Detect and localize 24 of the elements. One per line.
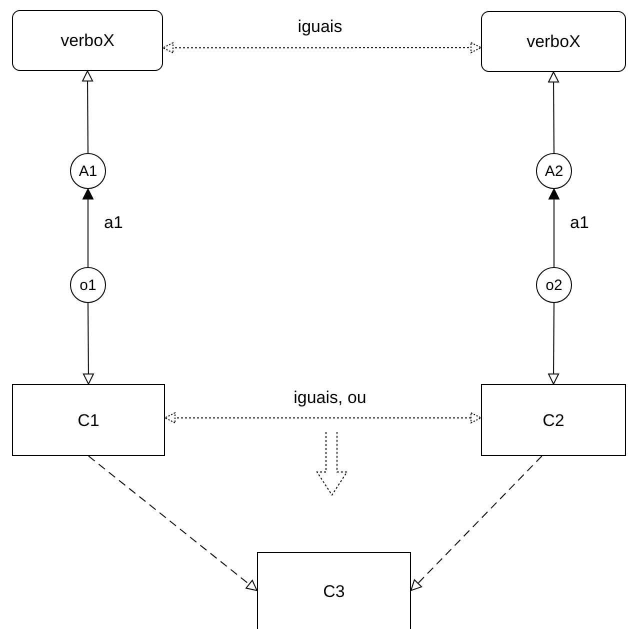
node-label: C3 (323, 582, 345, 600)
node-label: verboX (60, 32, 114, 49)
node-label: A1 (78, 164, 98, 178)
node-label: C1 (78, 412, 100, 428)
arrow (548, 302, 560, 384)
node-label: A2 (544, 164, 564, 178)
arrow (162, 42, 482, 54)
arrow (88, 456, 258, 591)
arrow (82, 70, 94, 154)
node-label: C2 (542, 412, 564, 428)
arrow (548, 72, 560, 154)
class-box (481, 384, 626, 456)
node-label: verboX (526, 33, 580, 50)
rounded-box (481, 11, 626, 72)
rounded-box (12, 10, 163, 71)
arrow (164, 412, 482, 424)
class-box (257, 552, 411, 629)
arrow (548, 188, 560, 268)
node-label: o1 (80, 278, 96, 292)
node-label: o2 (546, 278, 562, 292)
arrow (410, 456, 542, 591)
class-box (12, 384, 165, 456)
arrow (82, 302, 94, 384)
arrow (82, 188, 94, 268)
